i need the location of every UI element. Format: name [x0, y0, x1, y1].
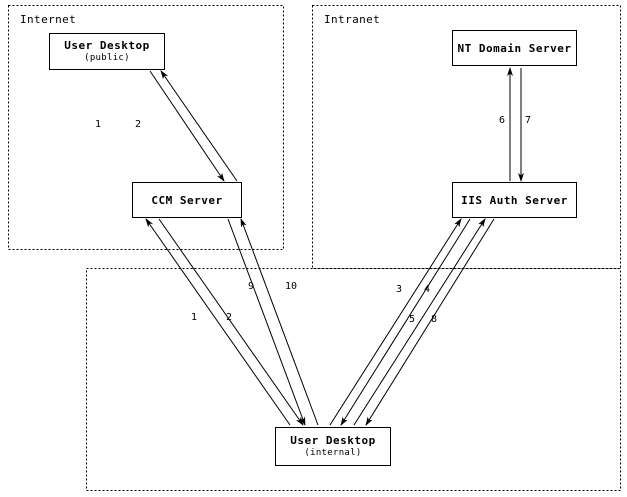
edge-line-e4 — [340, 218, 471, 426]
node-subtitle-user-desktop-public: (public) — [84, 53, 130, 63]
zone-boundaries — [8, 5, 621, 491]
edge-line-e1 — [149, 70, 225, 182]
edge-label-e3: 3 — [396, 284, 403, 295]
node-title-user-desktop-internal: User Desktop — [290, 434, 376, 447]
edge-label-e7: 7 — [525, 115, 532, 126]
edge-label-e8: 8 — [431, 314, 438, 325]
node-user-desktop-public[interactable]: User Desktop(public) — [49, 33, 165, 70]
zone-boundary-internet — [8, 5, 284, 250]
zone-boundary-internal — [86, 268, 621, 491]
edge-label-e2: 2 — [135, 119, 142, 130]
edge-connectors — [145, 67, 524, 426]
zone-label-intranet: Intranet — [324, 13, 381, 26]
node-user-desktop-internal[interactable]: User Desktop(internal) — [275, 427, 391, 466]
node-title-user-desktop-public: User Desktop — [64, 39, 150, 52]
node-subtitle-user-desktop-internal: (internal) — [304, 448, 362, 458]
edge-line-e3 — [329, 218, 462, 426]
edge-label-e1b: 1 — [191, 312, 198, 323]
node-nt-domain-server[interactable]: NT Domain Server — [452, 30, 577, 66]
edge-line-e5 — [353, 218, 486, 426]
edge-line-e8 — [365, 218, 495, 426]
edge-label-e4: 4 — [424, 284, 431, 295]
node-ccm-server[interactable]: CCM Server — [132, 182, 242, 218]
edge-line-e2b — [158, 218, 304, 426]
node-title-iis-auth-server: IIS Auth Server — [461, 193, 568, 207]
edge-label-e10: 10 — [285, 281, 298, 292]
edge-label-e6: 6 — [499, 115, 506, 126]
edge-line-e1b — [145, 218, 291, 426]
edge-label-e2b: 2 — [226, 312, 233, 323]
edge-label-e1: 1 — [95, 119, 102, 130]
edge-line-e9 — [227, 218, 306, 426]
zone-label-internet: Internet — [20, 13, 77, 26]
node-title-ccm-server: CCM Server — [151, 193, 223, 207]
node-iis-auth-server[interactable]: IIS Auth Server — [452, 182, 577, 218]
edge-line-e2 — [160, 70, 238, 182]
edge-line-e10 — [240, 218, 319, 426]
edge-label-e5: 5 — [409, 314, 416, 325]
edge-label-e9: 9 — [248, 281, 255, 292]
node-title-nt-domain-server: NT Domain Server — [457, 41, 572, 55]
